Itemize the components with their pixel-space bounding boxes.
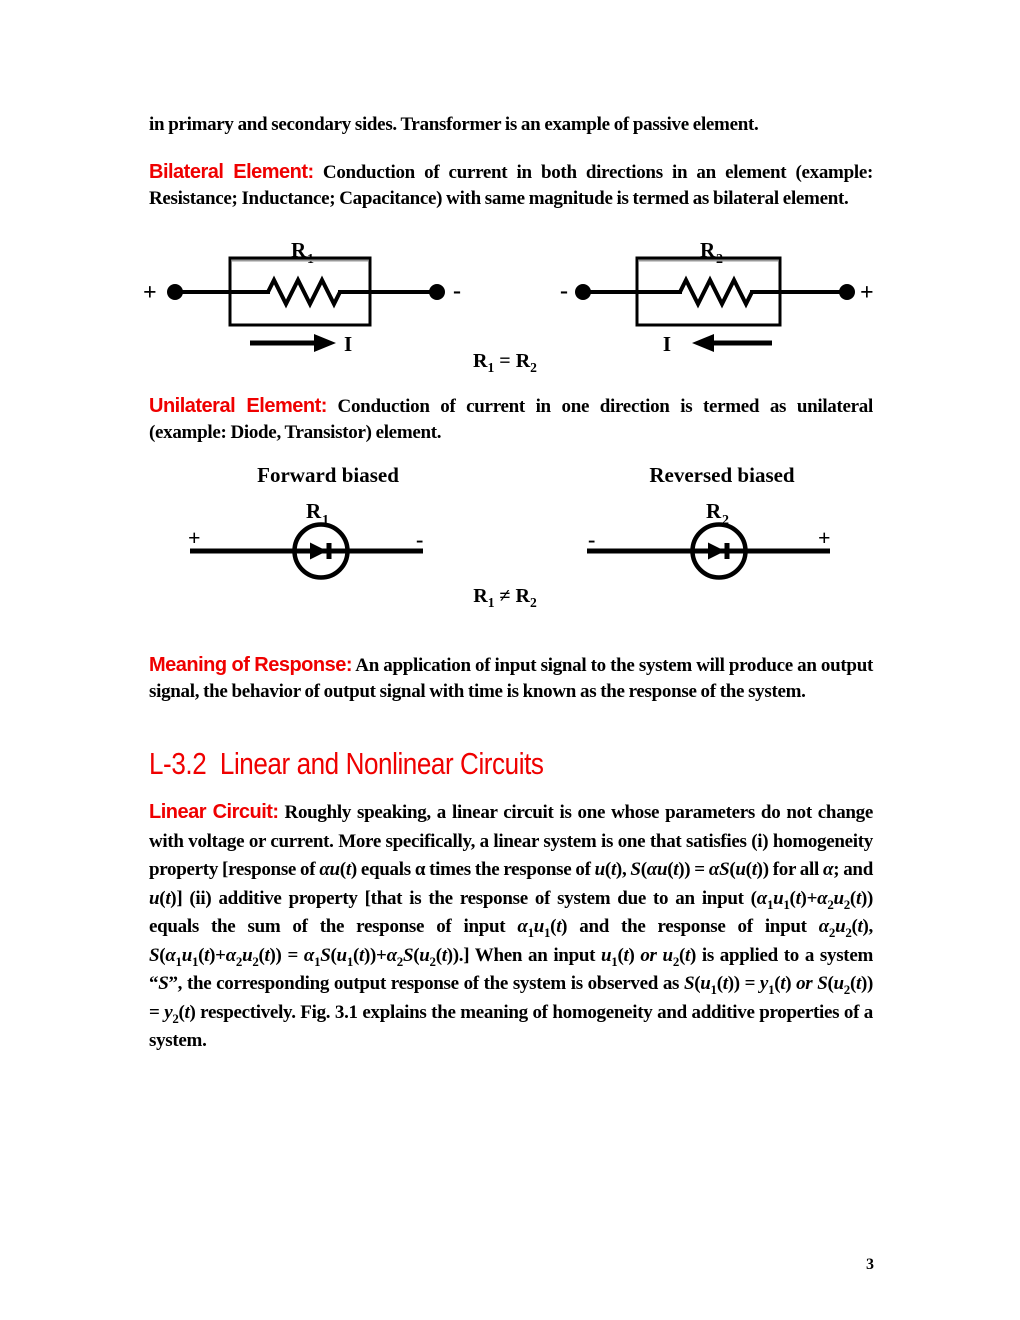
component-box [228,256,372,327]
bilateral-figure: R 1 + - I R 2 - + [143,238,874,356]
diode-label: R [306,499,322,523]
polarity-plus: + [143,280,157,306]
resistor-zigzag [266,275,342,309]
figure-caption: Forward biased [257,463,399,487]
unilateral-figure: Forward biased R 1 + - Reversed biased R… [188,463,831,580]
unilateral-label: Unilateral Element: [149,395,327,417]
component-box [635,256,782,327]
current-label: I [663,332,671,356]
bilateral-equation: R1 = R2 [473,350,537,375]
polarity-plus: + [818,525,831,550]
diode-label-subscript: 2 [722,513,729,528]
diode-triangle [310,542,327,560]
polarity-minus: - [453,278,461,304]
unilateral-paragraph: Unilateral Element: Conduction of curren… [149,395,873,443]
bilateral-right-circuit: R 2 - + I [560,238,874,356]
diode-label-subscript: 1 [322,513,329,528]
meaning-of-response-label: Meaning of Response: [149,654,353,676]
current-arrow-head [692,334,714,352]
diode-label: R [706,499,722,523]
diode-circle [292,522,350,580]
terminal-dot [429,284,445,300]
page-number: 3 [866,1256,874,1273]
section-heading: L-3.2 Linear and Nonlinear Circuits [149,746,544,781]
bilateral-left-circuit: R 1 + - I [143,238,461,356]
diode-triangle [708,542,725,560]
forward-biased-circuit: Forward biased R 1 + - [188,463,423,580]
polarity-plus: + [860,280,874,306]
bilateral-paragraph: Bilateral Element: Conduction of current… [149,161,873,209]
terminal-dot [575,284,591,300]
terminal-dot [167,284,183,300]
linear-circuit-paragraph: Linear Circuit: Roughly speaking, a line… [149,801,874,1051]
meaning-paragraph: Meaning of Response: An application of i… [149,654,873,702]
unilateral-equation: R1 ≠ R2 [473,585,537,610]
polarity-minus: - [588,527,595,552]
resistor-label: R [700,238,716,262]
resistor-label: R [291,238,307,262]
polarity-minus: - [560,278,568,304]
intro-paragraph: in primary and secondary sides. Transfor… [149,114,759,135]
figure-caption: Reversed biased [649,463,795,487]
polarity-minus: - [416,527,423,552]
diode-circle [690,522,748,580]
terminal-dot [839,284,855,300]
polarity-plus: + [188,525,201,550]
current-arrow-head [314,334,336,352]
current-label: I [344,332,352,356]
bilateral-label: Bilateral Element: [149,161,314,183]
linear-circuit-label: Linear Circuit: [149,801,279,823]
resistor-zigzag [678,275,754,309]
reversed-biased-circuit: Reversed biased R 2 - + [587,463,831,580]
